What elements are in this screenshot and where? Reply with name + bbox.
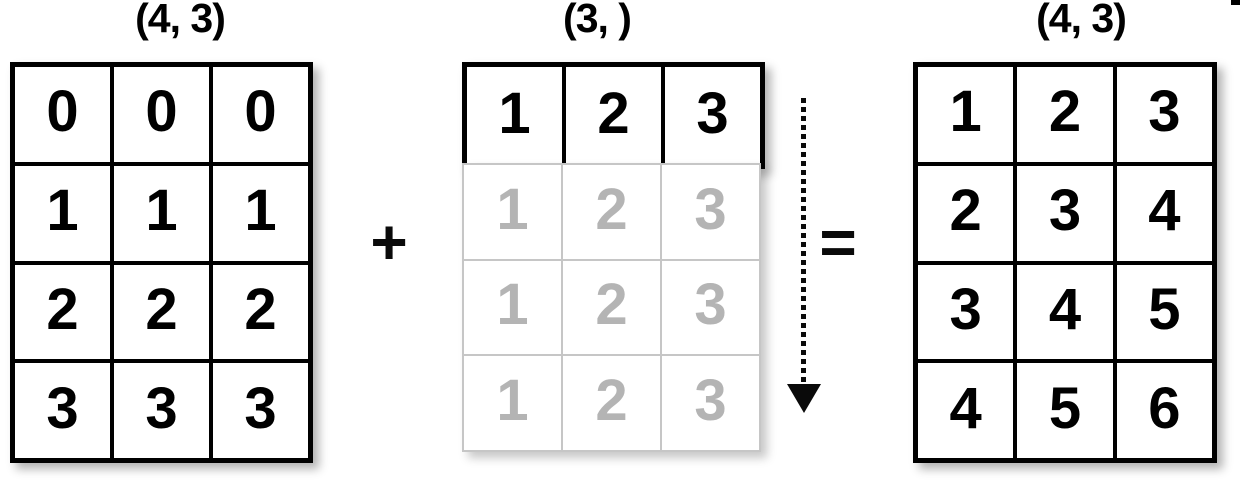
matrix-cell: 3 [211,361,310,460]
middle-matrix-broadcast-rows: 1 2 3 1 2 3 1 2 3 [462,163,761,452]
right-matrix-shape-label: (4, 3) [1036,0,1127,41]
matrix-cell: 5 [1015,361,1115,460]
matrix-cell: 2 [112,262,211,362]
ghost-matrix-cell: 1 [463,164,562,260]
matrix-cell: 1 [465,65,564,166]
plus-operator: + [370,206,408,278]
matrix-cell: 1 [112,163,211,263]
matrix-cell: 6 [1114,361,1214,460]
matrix-cell: 1 [211,163,310,263]
matrix-cell: 5 [1114,262,1214,362]
matrix-cell: 0 [13,65,112,164]
ghost-matrix-cell: 1 [463,355,562,451]
matrix-cell: 4 [1114,163,1214,263]
right-matrix: 1 2 3 2 3 4 3 4 5 4 5 6 [913,62,1217,463]
matrix-cell: 1 [13,163,112,263]
matrix-cell: 2 [1015,65,1115,164]
matrix-cell: 3 [13,361,112,460]
matrix-cell: 0 [211,65,310,164]
ghost-matrix-cell: 2 [562,355,661,451]
matrix-cell: 4 [916,361,1016,460]
matrix-cell: 2 [564,65,663,166]
matrix-cell: 3 [112,361,211,460]
matrix-cell: 2 [916,163,1016,263]
matrix-cell: 2 [13,262,112,362]
matrix-cell: 0 [112,65,211,164]
ghost-matrix-cell: 3 [661,259,760,356]
equals-operator: = [819,206,857,278]
matrix-cell: 3 [1015,163,1115,263]
matrix-cell: 3 [916,262,1016,362]
corner-crop-mark [1231,0,1240,5]
ghost-matrix-cell: 3 [661,164,760,260]
matrix-cell: 2 [211,262,310,362]
matrix-cell: 3 [1114,65,1214,164]
ghost-matrix-cell: 1 [463,259,562,356]
matrix-cell: 4 [1015,262,1115,362]
broadcast-arrow-line [801,98,806,384]
broadcast-arrow-icon [787,384,821,413]
matrix-cell: 1 [916,65,1016,164]
left-matrix: 0 0 0 1 1 1 2 2 2 3 3 3 [10,62,313,463]
middle-matrix-shape-label: (3, ) [563,0,632,41]
matrix-cell: 3 [663,65,762,166]
ghost-matrix-cell: 2 [562,259,661,356]
middle-matrix-active-row: 1 2 3 [462,62,765,169]
ghost-matrix-cell: 3 [661,355,760,451]
ghost-matrix-cell: 2 [562,164,661,260]
left-matrix-shape-label: (4, 3) [135,0,226,41]
